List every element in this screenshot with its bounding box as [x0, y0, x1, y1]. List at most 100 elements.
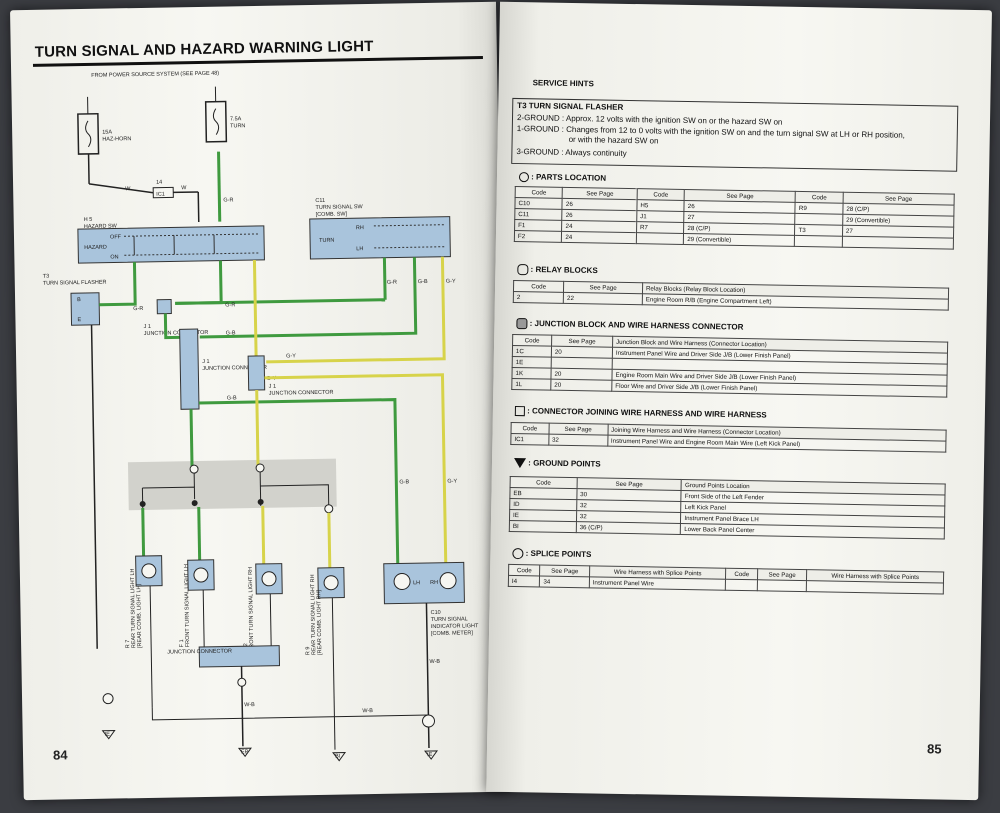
- flasher-pin: E: [77, 317, 81, 323]
- switch-line: [124, 252, 260, 256]
- junction-connector-name: JUNCTION CONNECTOR: [144, 330, 209, 337]
- connector-pin: [257, 498, 264, 505]
- hazard-label: HAZARD: [84, 245, 107, 251]
- connector-pin: [237, 677, 247, 687]
- circle-icon: [512, 548, 524, 560]
- light-r7-sub: [REAR COMB. LIGHT LH]: [136, 583, 143, 648]
- fuse-haz-horn-name: HAZ-HORN: [102, 136, 131, 143]
- indicator-sub: [COMB. METER]: [431, 630, 473, 637]
- indicator-name2: INDICATOR LIGHT: [431, 623, 479, 630]
- light-r7-name: REAR TURN SIGNAL LIGHT LH: [130, 568, 137, 648]
- bulb-icon: [393, 572, 411, 590]
- fuse-haz-horn-rating: 15A: [102, 129, 112, 135]
- wire-yellow: [264, 373, 448, 563]
- svg-text:BI: BI: [335, 754, 341, 760]
- wire-label-gr: G-R: [133, 306, 143, 312]
- wire-green: [175, 298, 386, 305]
- connector-ic1-code: IC1: [156, 192, 165, 198]
- wire-label-gy: G-Y: [286, 353, 296, 359]
- turn-sw-sub: [COMB. SW]: [316, 211, 348, 218]
- hazard-off: OFF: [110, 234, 122, 240]
- circle-icon: [518, 172, 530, 183]
- left-page: TURN SIGNAL AND HAZARD WARNING LIGHT FRO…: [10, 1, 510, 801]
- connector-pin: [191, 500, 198, 507]
- junction-connector-bottom: [198, 645, 281, 668]
- light-r9-label: R 9: [305, 647, 311, 656]
- wire-yellow: [252, 259, 258, 357]
- relay-blocks-heading: : RELAY BLOCKS: [517, 264, 598, 276]
- j1b-code: J 1: [269, 384, 276, 390]
- hazard-on: ON: [110, 254, 118, 260]
- wire-label-w: W: [181, 185, 187, 191]
- fuse-haz-horn-element: [85, 120, 92, 148]
- wire-label-gr: G-R: [225, 302, 235, 308]
- turn-sw-code: C11: [315, 198, 325, 204]
- connector-ic1: [152, 186, 174, 199]
- wire-green: [197, 506, 202, 563]
- wire: [269, 593, 272, 646]
- junction-box: [156, 298, 172, 315]
- wire-label-w: W: [125, 186, 131, 192]
- wire-label-gb: G-B: [227, 395, 237, 401]
- wire-label-gb: G-B: [418, 279, 428, 285]
- junction-connector-j1: [179, 328, 200, 410]
- wire-green: [198, 398, 400, 564]
- bulb-icon: [141, 563, 157, 579]
- right-page: SERVICE HINTS T3 TURN SIGNAL FLASHER 2-G…: [486, 1, 992, 801]
- wire-label-gb: G-B: [226, 330, 236, 336]
- ground-bi: BI: [332, 751, 347, 762]
- filled-rounded-square-icon: [516, 318, 528, 330]
- turn-signal-flasher: [70, 292, 101, 326]
- splice-region: [127, 458, 337, 511]
- junction-connector-bottom-label: JUNCTION CONNECTOR: [167, 648, 232, 655]
- wire: [142, 486, 196, 500]
- light-r7-label: R 7: [125, 640, 131, 649]
- wire: [151, 707, 429, 721]
- wire-label-gb: G-B: [399, 479, 409, 485]
- wire-yellow: [327, 512, 332, 570]
- wire-yellow: [261, 505, 266, 566]
- wire-label-gy: G-Y: [447, 479, 457, 485]
- bulb-icon: [439, 572, 457, 590]
- j1-code: J 1: [202, 359, 209, 365]
- parts-location-heading: : PARTS LOCATION: [518, 172, 606, 184]
- j1b-name: JUNCTION CONNECTOR: [269, 390, 334, 397]
- wire-label-wb: W-B: [362, 708, 373, 714]
- svg-text:IE: IE: [105, 732, 111, 738]
- square-icon: [514, 406, 525, 417]
- rounded-square-icon: [517, 264, 529, 276]
- wire: [197, 191, 200, 222]
- wire: [260, 484, 330, 505]
- wire: [87, 153, 90, 184]
- switch-line: [123, 233, 259, 237]
- splice-points-heading: : SPLICE POINTS: [512, 548, 592, 560]
- light-f2-name: FRONT TURN SIGNAL LIGHT RH: [248, 567, 255, 651]
- hazard-sw-code: H 5: [84, 217, 93, 223]
- splice-point: [102, 693, 114, 705]
- hint-line: 3-GROUND : Always continuity: [516, 147, 627, 158]
- wire: [202, 589, 205, 647]
- triangle-down-icon: [513, 458, 527, 469]
- indicator-code: C10: [431, 610, 441, 616]
- svg-text:EB: EB: [241, 749, 249, 755]
- wire-label-gy: G-Y: [446, 279, 456, 285]
- j1-name: JUNCTION CONNECTOR: [202, 365, 267, 372]
- wire-green: [189, 409, 194, 470]
- wire: [88, 183, 154, 194]
- service-hints-heading: SERVICE HINTS: [532, 78, 594, 89]
- ground-ie: IE: [101, 730, 116, 740]
- bulb-icon: [261, 571, 277, 587]
- turn-lh: LH: [356, 246, 363, 252]
- wire-yellow: [266, 256, 446, 364]
- wire-green: [175, 260, 223, 305]
- wire: [149, 585, 153, 708]
- splice-point: [422, 714, 436, 728]
- splice-point: [255, 463, 265, 473]
- turn-rh: RH: [356, 225, 364, 231]
- bulb-icon: [323, 575, 339, 591]
- ground-ie-2: IE: [424, 750, 439, 760]
